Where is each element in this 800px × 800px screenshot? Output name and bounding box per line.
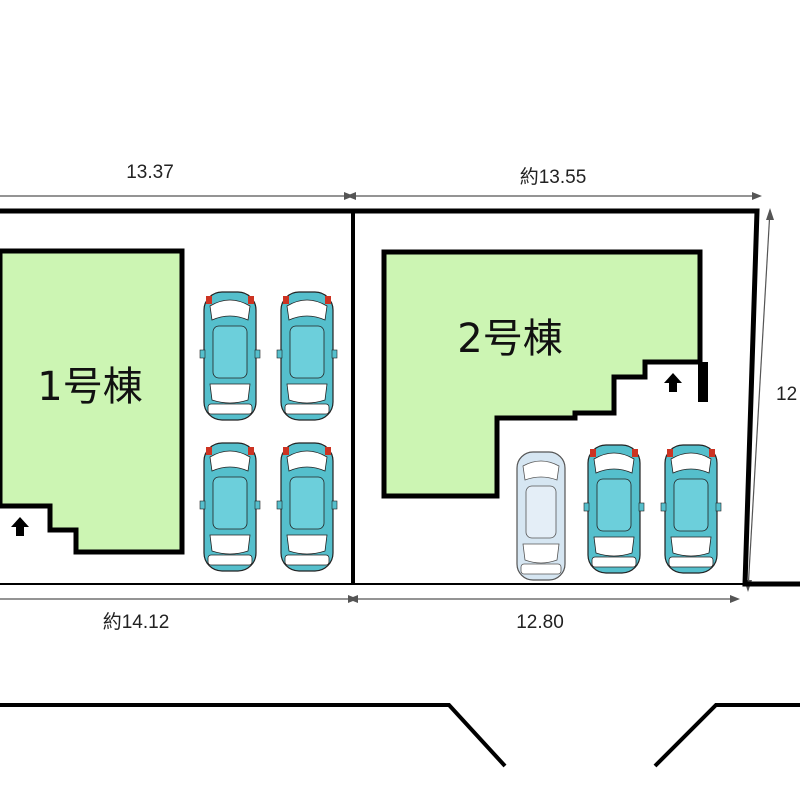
parked-car-icon [199,442,261,572]
parked-car-icon [199,291,261,421]
parked-car-icon [276,291,338,421]
dimension-top-right-label: 約13.55 [520,166,587,188]
dimension-bottom-left-label: 約14.12 [103,611,170,633]
dimension-top-left-label: 13.37 [126,162,174,183]
building-1: 1号棟 [0,248,185,555]
building-2: 2号棟 [381,249,708,499]
parking-lot-1 [199,291,338,572]
dimension-right-side-label: 12 [776,384,797,405]
parked-car-icon [276,442,338,572]
dimension-bottom-right-label: 12.80 [516,612,564,633]
dimension-top-left: 13.37 [0,162,354,200]
parked-car-icon [583,444,645,574]
building-2-label: 2号棟 [457,316,562,362]
up-arrow-icon [11,517,29,536]
dimension-top-right: 約13.55 [346,166,762,200]
road-edge [0,703,800,768]
building-2-wall-mark [698,362,708,402]
parked-car-light-icon [516,451,566,581]
dimension-bottom-left: 約14.12 [0,595,358,633]
lot-boundaries [0,208,800,587]
building-1-label: 1号棟 [37,364,142,410]
parked-car-icon [660,444,722,574]
dimension-bottom-right: 12.80 [348,595,740,633]
parking-lot-2 [516,444,722,581]
up-arrow-icon [664,373,682,392]
